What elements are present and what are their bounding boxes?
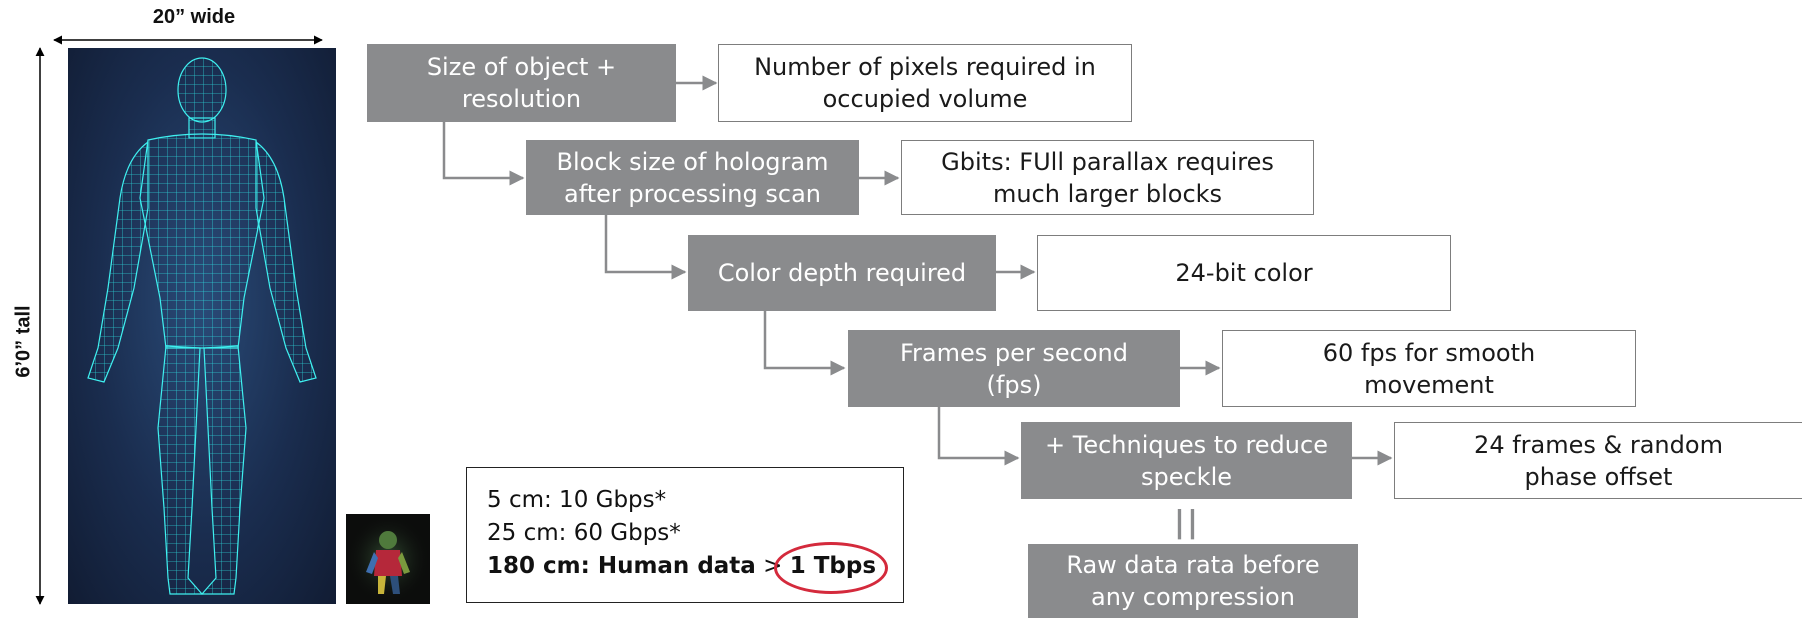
final-line: any compression bbox=[1091, 583, 1295, 611]
final-line: Raw data rata before bbox=[1066, 551, 1320, 579]
result-pixels-required-box: Number of pixels required in occupied vo… bbox=[718, 44, 1132, 122]
rate-line-25cm: 25 cm: 60 Gbps* bbox=[487, 520, 681, 546]
step-frames-per-second-box: Frames per second (fps) bbox=[848, 330, 1180, 407]
elbow-1-2 bbox=[442, 122, 525, 186]
result-line: 60 fps for smooth bbox=[1322, 338, 1536, 367]
elbow-4-5 bbox=[937, 407, 1020, 466]
step-label-line: Color depth required bbox=[717, 259, 967, 287]
result-line: phase offset bbox=[1524, 462, 1673, 491]
wireframe-figure-image bbox=[68, 48, 336, 604]
result-24-bit-color-box: 24-bit color bbox=[1037, 235, 1451, 311]
step-reduce-speckle-box: + Techniques to reduce speckle bbox=[1021, 422, 1352, 499]
rate-line-5cm: 5 cm: 10 Gbps* bbox=[487, 487, 667, 513]
step-label-line: resolution bbox=[461, 85, 582, 113]
step-label-line: Block size of hologram bbox=[556, 147, 829, 176]
result-24-frames-box: 24 frames & random phase offset bbox=[1394, 422, 1802, 499]
step-label-line: Frames per second bbox=[900, 338, 1128, 367]
result-line: Number of pixels required in bbox=[754, 53, 1096, 81]
rate-line-180cm-prefix: 180 cm: Human data bbox=[487, 553, 756, 579]
result-line: movement bbox=[1364, 370, 1494, 399]
highlight-circle bbox=[774, 542, 888, 594]
step-label-line: Size of object + bbox=[426, 53, 617, 81]
result-line: 24-bit color bbox=[1175, 259, 1313, 287]
result-60-fps-box: 60 fps for smooth movement bbox=[1222, 330, 1636, 407]
result-line: Gbits: FUll parallax requires bbox=[941, 147, 1274, 176]
result-line: 24 frames & random bbox=[1474, 430, 1723, 459]
result-line: much larger blocks bbox=[992, 179, 1223, 208]
elbow-3-4 bbox=[763, 311, 846, 376]
equals-symbol: || bbox=[1174, 504, 1200, 540]
hologram-thumbnail-image bbox=[346, 514, 430, 604]
raw-data-rate-box: Raw data rata before any compression bbox=[1028, 544, 1358, 618]
result-gbits-box: Gbits: FUll parallax requires much large… bbox=[901, 140, 1314, 215]
width-dimension-label: 20” wide bbox=[152, 6, 236, 28]
result-line: occupied volume bbox=[822, 85, 1028, 113]
elbow-2-3 bbox=[604, 215, 687, 280]
step-size-of-object-box: Size of object + resolution bbox=[367, 44, 676, 122]
step-label-line: after processing scan bbox=[564, 179, 821, 208]
step-label-line: speckle bbox=[1140, 462, 1232, 491]
step-block-size-box: Block size of hologram after processing … bbox=[526, 140, 859, 215]
step-color-depth-box: Color depth required bbox=[688, 235, 996, 311]
step-label-line: (fps) bbox=[986, 370, 1042, 399]
step-label-line: + Techniques to reduce bbox=[1045, 430, 1328, 459]
